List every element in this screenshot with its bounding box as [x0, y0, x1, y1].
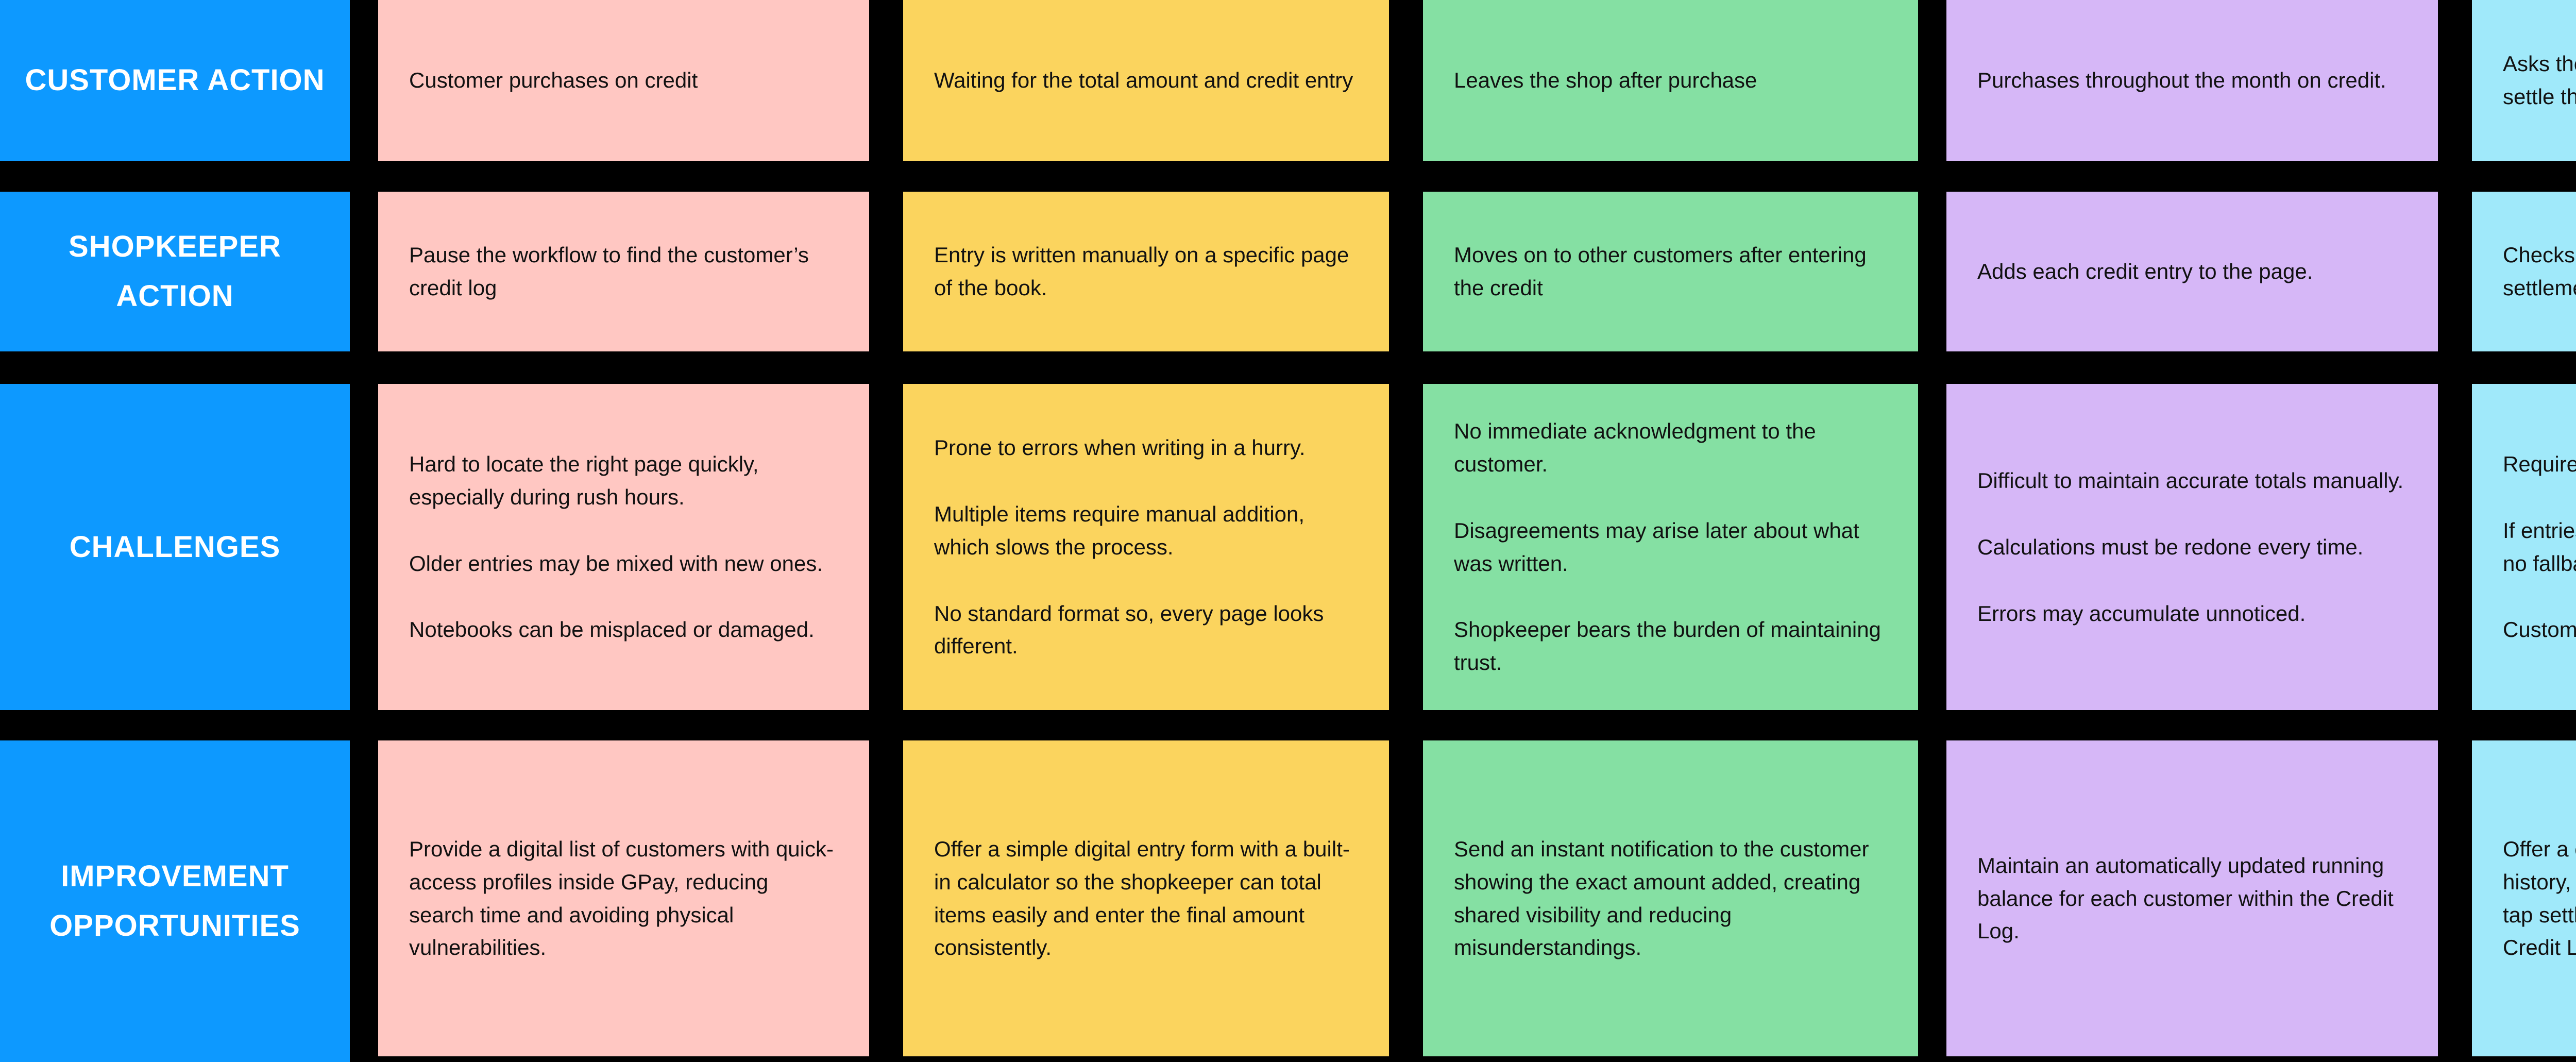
sticky-note[interactable]: Pause the workflow to find the customer’…	[378, 192, 869, 351]
row-label-customer-action[interactable]: CUSTOMER ACTION	[0, 0, 350, 161]
sticky-note-text: Checks the entries throughout the month …	[2503, 239, 2576, 305]
row-label-challenges[interactable]: CHALLENGES	[0, 384, 350, 710]
note-paragraph: Provide a digital list of customers with…	[409, 836, 834, 960]
sticky-note[interactable]: Requires manual addition of all entries.…	[2472, 384, 2576, 710]
note-paragraph: If entries were missed, the shopkeeper h…	[2503, 518, 2576, 576]
sticky-note-text: Offer a simple digital entry form with a…	[934, 833, 1358, 964]
note-paragraph: Disagreements may arise later about what…	[1454, 518, 1859, 576]
sticky-note[interactable]: Send an instant notification to the cust…	[1423, 740, 1918, 1056]
note-paragraph: Adds each credit entry to the page.	[1977, 259, 2313, 284]
note-paragraph: No immediate acknowledgment to the custo…	[1454, 418, 1816, 476]
note-paragraph: Prone to errors when writing in a hurry.	[934, 435, 1306, 460]
sticky-note-text: Asks the shopkeeper for the final amount…	[2503, 47, 2576, 113]
sticky-note-text: Requires manual addition of all entries.…	[2503, 448, 2576, 647]
sticky-note[interactable]: Asks the shopkeeper for the final amount…	[2472, 0, 2576, 161]
sticky-note[interactable]: Entry is written manually on a specific …	[903, 192, 1389, 351]
sticky-note-text: Entry is written manually on a specific …	[934, 239, 1358, 305]
sticky-note-text: Waiting for the total amount and credit …	[934, 64, 1358, 97]
row-label-text: CHALLENGES	[69, 530, 281, 564]
sticky-note-text: Pause the workflow to find the customer’…	[409, 239, 838, 305]
row-label-text: SHOPKEEPER ACTION	[69, 230, 281, 313]
row-label-text: CUSTOMER ACTION	[25, 63, 325, 97]
note-paragraph: No standard format so, every page looks …	[934, 601, 1324, 659]
note-paragraph: Shopkeeper bears the burden of maintaini…	[1454, 617, 1881, 675]
sticky-note[interactable]: Maintain an automatically updated runnin…	[1946, 740, 2438, 1056]
sticky-note[interactable]: Offer a simple digital entry form with a…	[903, 740, 1389, 1056]
sticky-note-text: Prone to errors when writing in a hurry.…	[934, 431, 1358, 663]
sticky-note-text: Purchases throughout the month on credit…	[1977, 64, 2407, 97]
note-paragraph: Requires manual addition of all entries.	[2503, 451, 2576, 476]
note-paragraph: Errors may accumulate unnoticed.	[1977, 601, 2306, 626]
note-paragraph: Multiple items require manual addition, …	[934, 501, 1305, 559]
sticky-note-text: Maintain an automatically updated runnin…	[1977, 849, 2407, 948]
sticky-note[interactable]: Moves on to other customers after enteri…	[1423, 192, 1918, 351]
note-paragraph: Offer a clear monthly summary with full …	[2503, 836, 2576, 960]
note-paragraph: Moves on to other customers after enteri…	[1454, 243, 1867, 300]
note-paragraph: Notebooks can be misplaced or damaged.	[409, 617, 815, 642]
note-paragraph: Customers may dispute totals.	[2503, 617, 2576, 642]
sticky-note-text: Send an instant notification to the cust…	[1454, 833, 1887, 964]
sticky-note-text: No immediate acknowledgment to the custo…	[1454, 415, 1887, 679]
note-paragraph: Asks the shopkeeper for the final amount…	[2503, 52, 2576, 109]
sticky-note[interactable]: Provide a digital list of customers with…	[378, 740, 869, 1056]
sticky-note[interactable]: Adds each credit entry to the page.	[1946, 192, 2438, 351]
note-paragraph: Hard to locate the right page quickly, e…	[409, 451, 759, 509]
sticky-note[interactable]: Difficult to maintain accurate totals ma…	[1946, 384, 2438, 710]
sticky-note-text: Adds each credit entry to the page.	[1977, 255, 2407, 288]
note-paragraph: Entry is written manually on a specific …	[934, 243, 1349, 300]
note-paragraph: Checks the entries throughout the month …	[2503, 243, 2576, 300]
note-paragraph: Calculations must be redone every time.	[1977, 534, 2364, 559]
sticky-note-text: Customer purchases on credit	[409, 64, 838, 97]
sticky-note[interactable]: Prone to errors when writing in a hurry.…	[903, 384, 1389, 710]
sticky-note[interactable]: Offer a clear monthly summary with full …	[2472, 740, 2576, 1056]
sticky-note-text: Offer a clear monthly summary with full …	[2503, 833, 2576, 964]
sticky-note-text: Hard to locate the right page quickly, e…	[409, 448, 838, 647]
note-paragraph: Older entries may be mixed with new ones…	[409, 551, 823, 576]
row-label-shopkeeper-action[interactable]: SHOPKEEPER ACTION	[0, 192, 350, 351]
note-paragraph: Offer a simple digital entry form with a…	[934, 836, 1350, 960]
sticky-note-text: Provide a digital list of customers with…	[409, 833, 838, 964]
row-label-improvement-opportunities[interactable]: IMPROVEMENT OPPORTUNITIES	[0, 740, 350, 1062]
note-paragraph: Send an instant notification to the cust…	[1454, 836, 1869, 960]
sticky-note-text: Moves on to other customers after enteri…	[1454, 239, 1887, 305]
note-paragraph: Purchases throughout the month on credit…	[1977, 68, 2386, 93]
note-paragraph: Leaves the shop after purchase	[1454, 68, 1757, 93]
sticky-note[interactable]: Waiting for the total amount and credit …	[903, 0, 1389, 161]
note-paragraph: Customer purchases on credit	[409, 68, 698, 93]
note-paragraph: Maintain an automatically updated runnin…	[1977, 853, 2394, 943]
sticky-note[interactable]: Checks the entries throughout the month …	[2472, 192, 2576, 351]
note-paragraph: Difficult to maintain accurate totals ma…	[1977, 468, 2404, 493]
sticky-note-text: Difficult to maintain accurate totals ma…	[1977, 464, 2407, 630]
note-paragraph: Pause the workflow to find the customer’…	[409, 243, 809, 300]
sticky-note[interactable]: Hard to locate the right page quickly, e…	[378, 384, 869, 710]
sticky-note[interactable]: Leaves the shop after purchase	[1423, 0, 1918, 161]
sticky-note[interactable]: Purchases throughout the month on credit…	[1946, 0, 2438, 161]
note-paragraph: Waiting for the total amount and credit …	[934, 68, 1353, 93]
sticky-note-text: Leaves the shop after purchase	[1454, 64, 1887, 97]
sticky-note[interactable]: No immediate acknowledgment to the custo…	[1423, 384, 1918, 710]
row-label-text: IMPROVEMENT OPPORTUNITIES	[49, 859, 300, 942]
sticky-note[interactable]: Customer purchases on credit	[378, 0, 869, 161]
